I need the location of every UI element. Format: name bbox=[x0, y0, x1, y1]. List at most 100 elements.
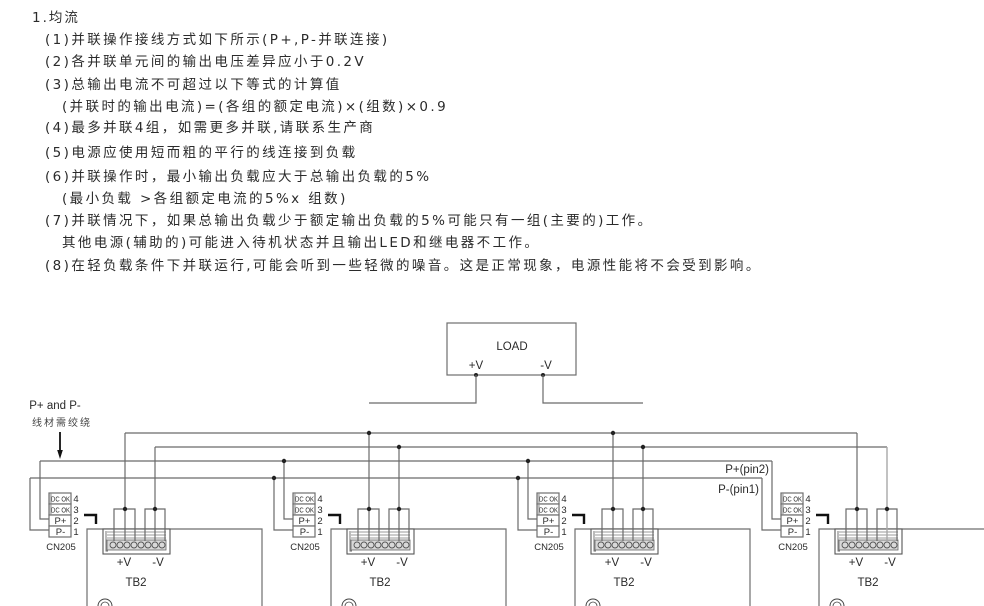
screw-terminal-icon bbox=[116, 541, 124, 549]
pin-cell-shade bbox=[49, 504, 52, 515]
screw-terminal-icon bbox=[862, 541, 870, 549]
note-item-3: (3)总输出电流不可超过以下等式的计算值 bbox=[45, 77, 342, 93]
junction-dot bbox=[152, 506, 158, 512]
screw-terminal-icon bbox=[841, 541, 849, 549]
terminal-block-ridges bbox=[351, 531, 410, 539]
tb2-terminal-block bbox=[834, 528, 903, 555]
connector-pin-number: 2 bbox=[73, 516, 78, 527]
terminal-block-tab bbox=[105, 531, 108, 552]
screw-terminal-icon bbox=[625, 541, 633, 549]
junction-dot bbox=[610, 506, 616, 512]
arrow-head-icon bbox=[57, 450, 63, 459]
screw-terminal-icon bbox=[144, 541, 152, 549]
screw-terminal-icon bbox=[618, 541, 626, 549]
terminal-block-name: TB2 bbox=[613, 577, 634, 589]
p-minus-wire bbox=[273, 478, 293, 531]
cn205-connector: DC OK 4 DC OK 3 P+ 2 P- 1 CN205 bbox=[290, 492, 323, 553]
junction-dot bbox=[640, 506, 646, 512]
p-minus-wire bbox=[517, 478, 537, 531]
connector-pin-number: 1 bbox=[317, 527, 322, 538]
screw-terminal-icon bbox=[374, 541, 382, 549]
screw-terminal-icon bbox=[402, 541, 410, 549]
load-negative-label: -V bbox=[540, 360, 552, 372]
terminal-block-tab bbox=[593, 531, 596, 552]
pin-cell-shade bbox=[537, 493, 540, 504]
connector-pin-cell bbox=[536, 525, 560, 538]
pin-bracket-icon bbox=[816, 513, 830, 524]
connector-pin-number: 1 bbox=[73, 527, 78, 538]
terminal-positive-label: +V bbox=[361, 557, 376, 569]
note-item-3-formula: (并联时的输出电流)=(各组的额定电流)×(组数)×0.9 bbox=[62, 99, 449, 115]
connector-name: CN205 bbox=[290, 542, 320, 553]
connector-pin-number: 4 bbox=[561, 494, 566, 505]
connector-pin-cell bbox=[292, 525, 316, 538]
tb2-terminal-block bbox=[346, 528, 415, 555]
connector-pin-label: P+ bbox=[787, 516, 799, 527]
screw-terminal-icon bbox=[848, 541, 856, 549]
junction-dot bbox=[366, 430, 372, 436]
screw-terminal-icon bbox=[158, 541, 166, 549]
cn205-connector: DC OK 4 DC OK 3 P+ 2 P- 1 CN205 bbox=[778, 492, 811, 553]
power-supply-unit: DC OK 4 DC OK 3 P+ 2 P- 1 CN205 bbox=[29, 433, 263, 606]
connector-pin-number: 3 bbox=[561, 505, 566, 516]
terminal-block-tab bbox=[837, 531, 840, 552]
connector-pin-label: P+ bbox=[543, 516, 555, 527]
load-positive-label: +V bbox=[469, 360, 484, 372]
screw-terminal-icon bbox=[388, 541, 396, 549]
screw-terminal-icon bbox=[381, 541, 389, 549]
power-supply-units: DC OK 4 DC OK 3 P+ 2 P- 1 CN205 bbox=[29, 433, 984, 606]
connector-name: CN205 bbox=[534, 542, 564, 553]
screw-terminal-icon bbox=[876, 541, 884, 549]
power-supply-unit: DC OK 4 DC OK 3 P+ 2 P- 1 CN205 bbox=[517, 433, 751, 606]
screw-terminal-icon bbox=[123, 541, 131, 549]
screw-terminal-icon bbox=[890, 541, 898, 549]
note-item-1: (1)并联操作接线方式如下所示(P+,P-并联连接) bbox=[45, 32, 390, 48]
screw-terminal-icon bbox=[353, 541, 361, 549]
load-box bbox=[446, 322, 577, 376]
connector-pin-label: P- bbox=[544, 527, 554, 538]
junction-dot bbox=[396, 506, 402, 512]
connector-pin-number: 4 bbox=[805, 494, 810, 505]
screw-terminal-icon bbox=[869, 541, 877, 549]
power-supply-unit: DC OK 4 DC OK 3 P+ 2 P- 1 CN205 bbox=[761, 433, 984, 606]
screw-terminal-icon bbox=[639, 541, 647, 549]
connector-pin-label: P- bbox=[300, 527, 310, 538]
connector-pin-number: 2 bbox=[561, 516, 566, 527]
connector-pin-number: 2 bbox=[805, 516, 810, 527]
screw-terminal-icon bbox=[604, 541, 612, 549]
connector-pin-label: P+ bbox=[55, 516, 67, 527]
connector-pin-number: 1 bbox=[561, 527, 566, 538]
terminal-block-ridges bbox=[595, 531, 654, 539]
section-heading: 1.均流 bbox=[32, 10, 80, 26]
terminal-negative-label: -V bbox=[640, 557, 652, 569]
junction-dot bbox=[525, 458, 531, 464]
terminal-negative-label: -V bbox=[396, 557, 408, 569]
connector-pin-label: P- bbox=[788, 527, 798, 538]
p-plus-wire bbox=[527, 461, 537, 520]
terminal-block-ridges bbox=[107, 531, 166, 539]
connector-pin-number: 1 bbox=[805, 527, 810, 538]
p-minus-bus-label: P-(pin1) bbox=[718, 484, 759, 496]
connector-pin-label: DC OK bbox=[51, 505, 70, 514]
connector-name: CN205 bbox=[778, 542, 808, 553]
load-negative-wire bbox=[542, 375, 643, 404]
screw-terminal-icon bbox=[137, 541, 145, 549]
connector-name: CN205 bbox=[46, 542, 76, 553]
note-item-7-continued: 其他电源(辅助的)可能进入待机状态并且输出LED和继电器不工作。 bbox=[62, 235, 541, 251]
load-block: LOAD +V -V bbox=[446, 322, 577, 377]
p-minus-wire bbox=[29, 478, 49, 531]
screw-terminal-icon bbox=[597, 541, 605, 549]
note-item-6: (6)并联操作时，最小输出负载应大于总输出负载的5% bbox=[45, 169, 432, 185]
screw-terminal-icon bbox=[855, 541, 863, 549]
circle-marker-inner bbox=[100, 601, 110, 606]
junction-dot bbox=[640, 444, 646, 450]
screw-terminal-icon bbox=[109, 541, 117, 549]
screw-terminal-icon bbox=[646, 541, 654, 549]
terminal-block-name: TB2 bbox=[369, 577, 390, 589]
screw-terminal-icon bbox=[611, 541, 619, 549]
connector-pin-label: P+ bbox=[299, 516, 311, 527]
pin-bracket-icon bbox=[328, 513, 342, 524]
pin-cell-shade bbox=[293, 493, 296, 504]
screw-terminal-icon bbox=[360, 541, 368, 549]
terminal-positive-label: +V bbox=[117, 557, 132, 569]
